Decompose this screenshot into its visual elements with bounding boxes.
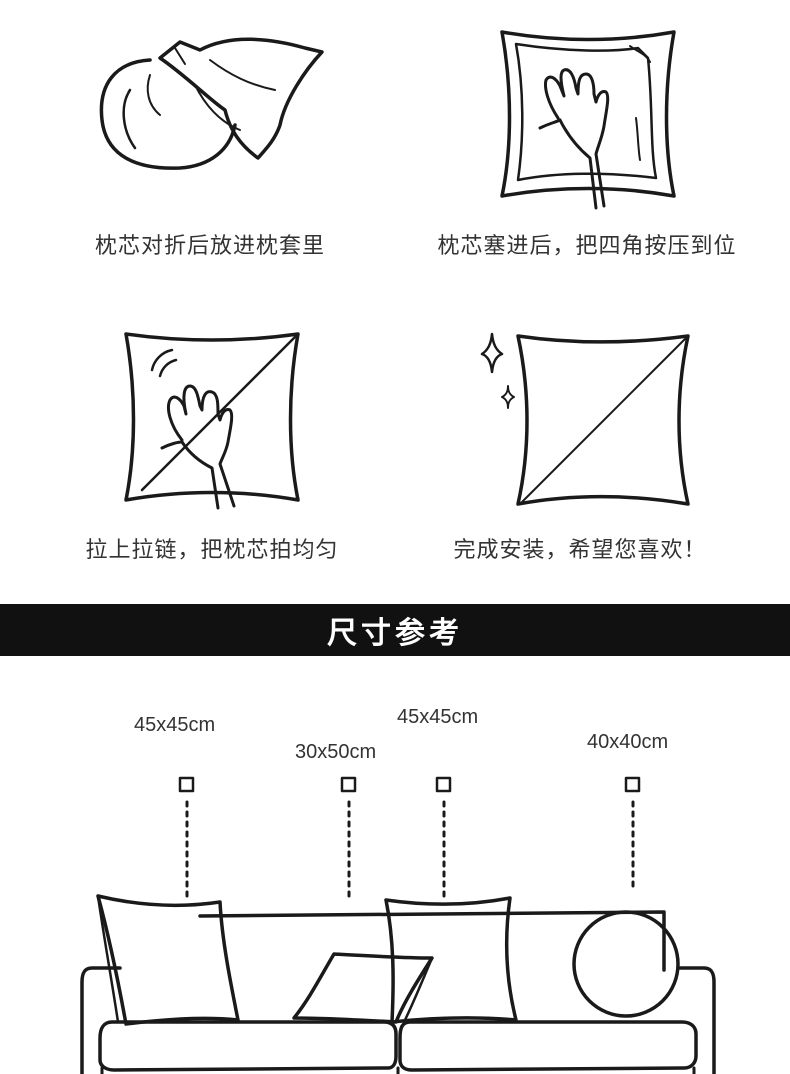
marker-round: [624, 776, 641, 793]
size-label-lumbar: 30x50cm: [295, 741, 377, 763]
size-label-middle: 45x45cm: [397, 706, 479, 728]
size-reference-title: 尺寸参考: [327, 616, 463, 651]
step-4-caption: 完成安装，希望您喜欢！: [453, 538, 707, 563]
marker-left: [178, 776, 195, 793]
marker-middle: [435, 776, 452, 793]
marker-lumbar: [340, 776, 357, 793]
round-pillow: [572, 910, 680, 1018]
hand-pat-pillow-icon: [124, 332, 300, 510]
hand-press-corner-icon: [500, 30, 676, 210]
size-label-round: 40x40cm: [587, 731, 669, 753]
finished-pillow-sparkle-icon: [480, 332, 690, 506]
size-reference-banner: 尺寸参考: [0, 604, 790, 656]
pillow-fold-icon: [99, 37, 324, 170]
step-2-caption: 枕芯塞进后，把四角按压到位: [437, 234, 737, 259]
size-label-left: 45x45cm: [134, 714, 216, 736]
step-1-caption: 枕芯对折后放进枕套里: [94, 234, 325, 259]
step-3-caption: 拉上拉链，把枕芯拍均匀: [85, 538, 339, 563]
sofa-size-diagram: [80, 776, 716, 1074]
